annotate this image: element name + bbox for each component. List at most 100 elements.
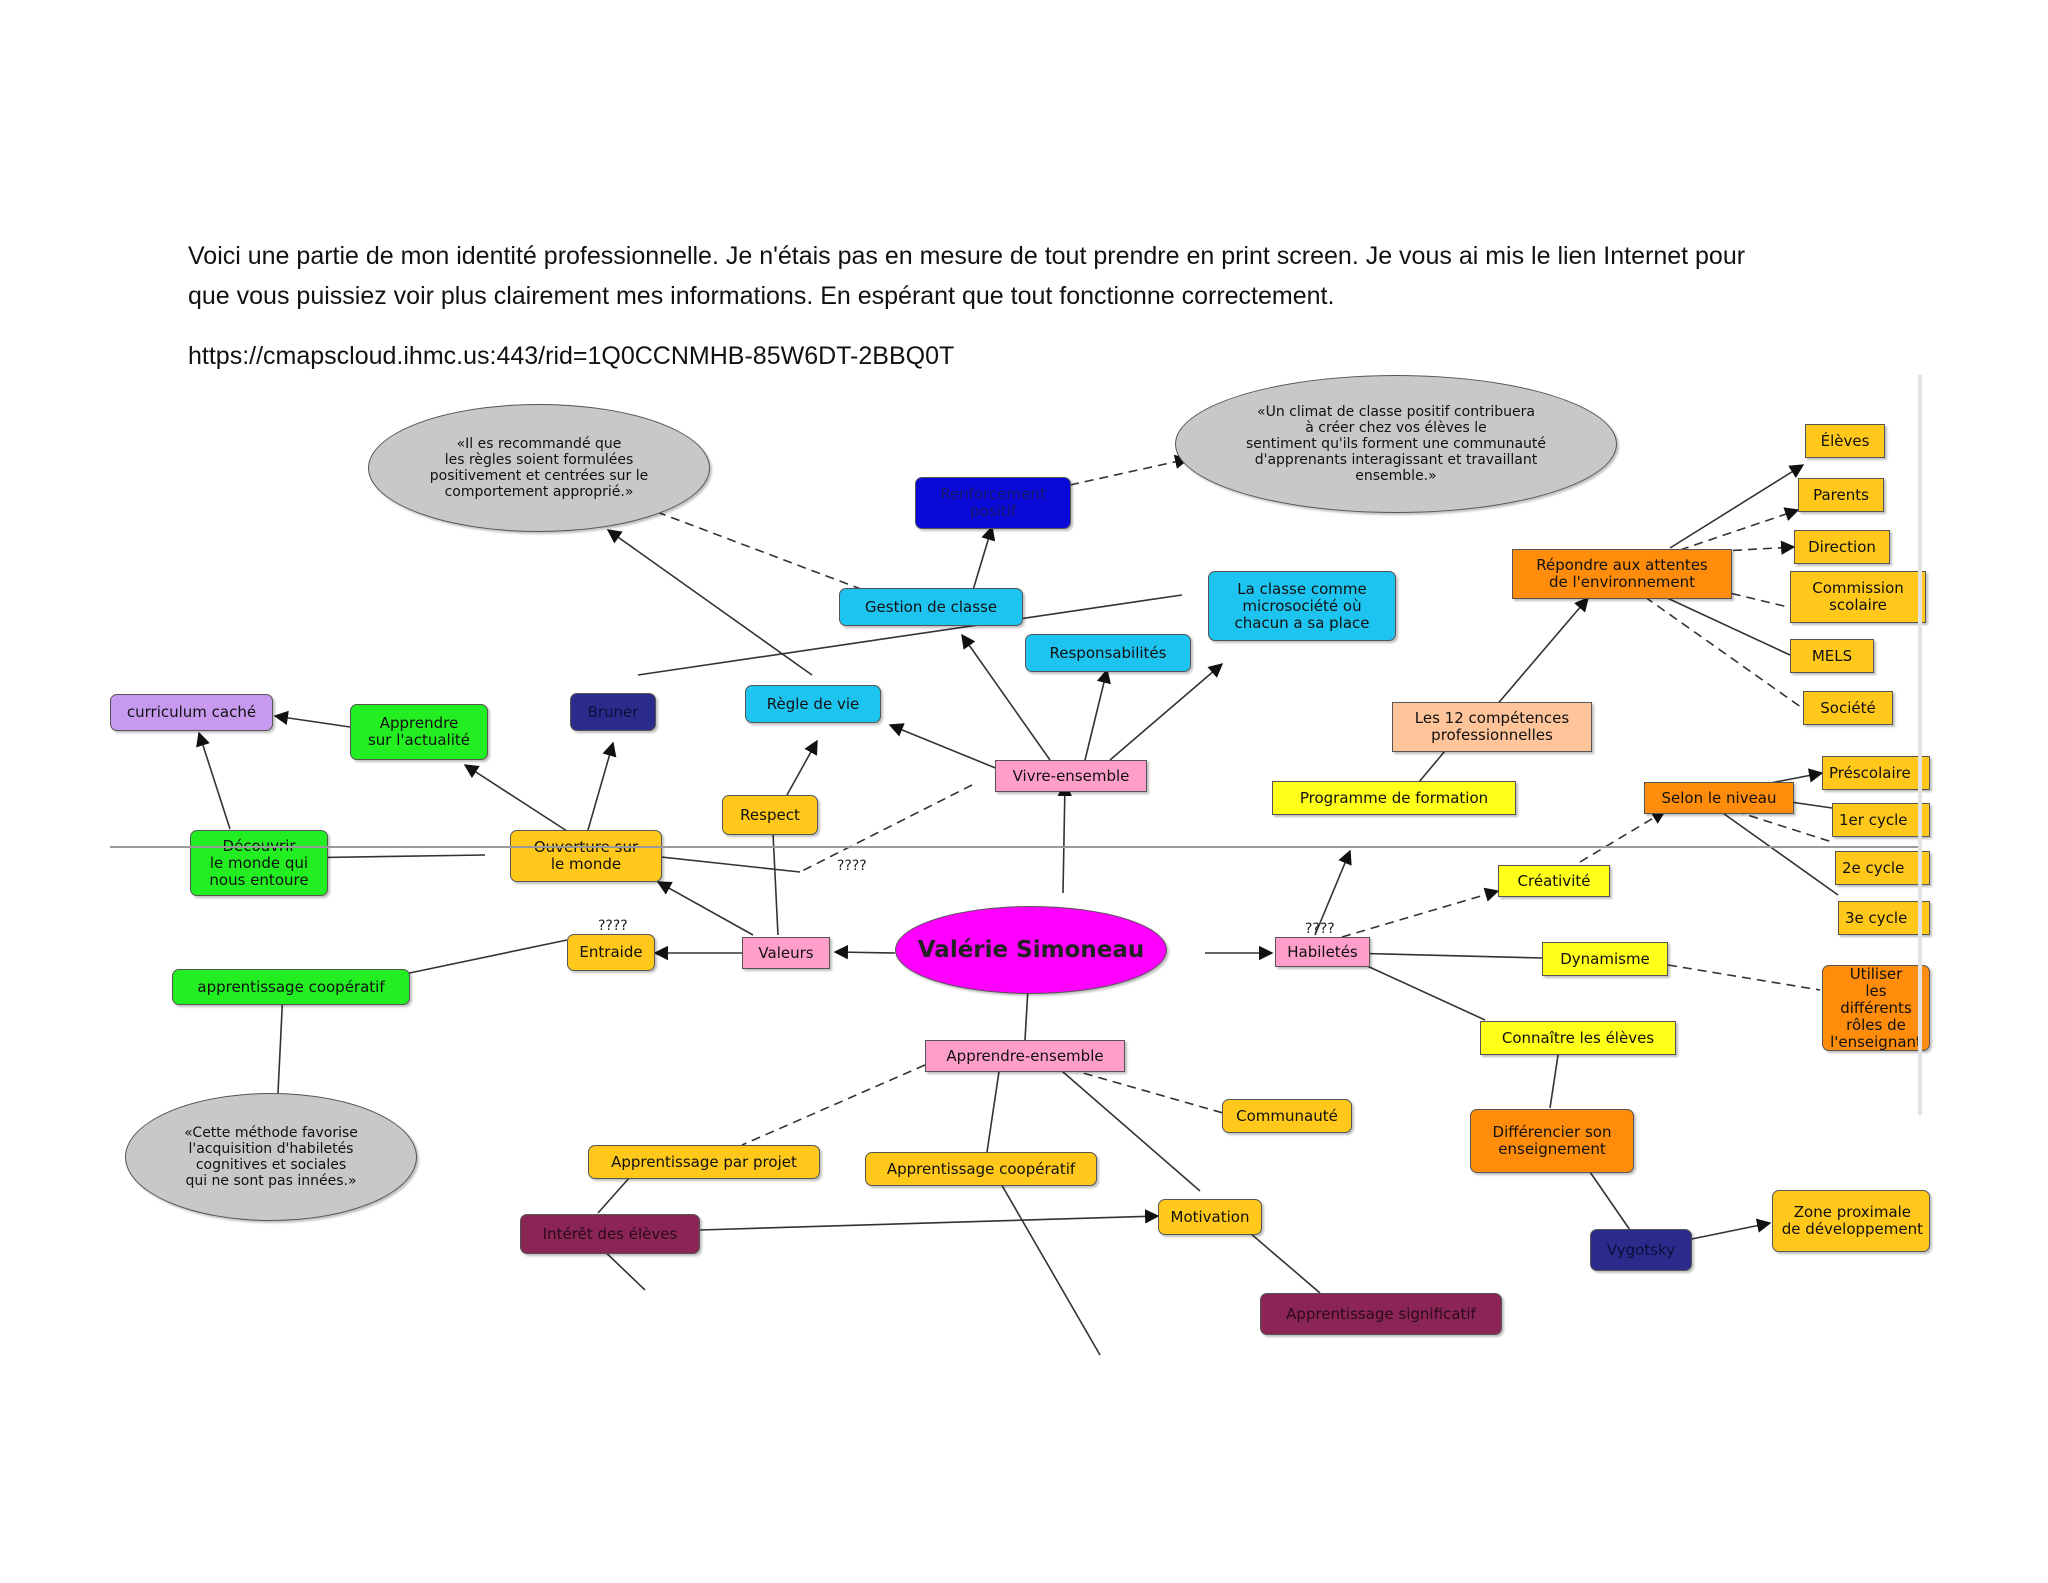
link-habiletes-connaitre [1364, 964, 1486, 1021]
selon-niveau-node[interactable]: Selon le niveau [1644, 782, 1794, 814]
curriculum-node[interactable]: curriculum caché [110, 694, 273, 731]
link-label-entraide: ???? [598, 918, 628, 934]
link-apprendre-communaute [1054, 1064, 1231, 1116]
link-ouverture-bruner [587, 741, 617, 831]
link-coopy-down [999, 1181, 1101, 1356]
intro-text: Voici une partie de mon identité profess… [188, 236, 1888, 316]
link-vivre-resp [1084, 668, 1111, 761]
coop-yellow-node[interactable]: Apprentissage coopératif [865, 1152, 1097, 1186]
link-repondre-parents [1679, 507, 1800, 551]
projet-node[interactable]: Apprentissage par projet [588, 1145, 820, 1179]
link-apprendre-coopy [986, 1064, 1001, 1153]
valeurs-node[interactable]: Valeurs [742, 937, 830, 969]
link-valeurs-ouverture [656, 881, 754, 936]
gestion-node[interactable]: Gestion de classe [839, 588, 1023, 626]
concept-map: «Il es recommandé que les règles soient … [110, 375, 1930, 1356]
parents-node[interactable]: Parents [1798, 478, 1884, 512]
quote-methode-oval[interactable]: «Cette méthode favorise l'acquisition d'… [125, 1093, 417, 1221]
link-decouvrir-curriculum [196, 731, 231, 830]
utiliser-node[interactable]: Utiliser les différents rôles de l'ensei… [1822, 965, 1930, 1051]
link-apprendre-projet [741, 1064, 926, 1146]
link-center-valeurs [833, 945, 896, 960]
quote-climat-oval[interactable]: «Un climat de classe positif contribuera… [1175, 375, 1617, 513]
quote-regles-oval[interactable]: «Il es recommandé que les règles soient … [368, 404, 710, 532]
link-coop-quote [277, 989, 284, 1094]
dynamisme-node[interactable]: Dynamisme [1542, 942, 1668, 976]
communaute-node[interactable]: Communauté [1222, 1099, 1352, 1133]
center-node[interactable]: Valérie Simoneau [895, 906, 1167, 994]
responsabilites-node[interactable]: Responsabilités [1025, 634, 1191, 672]
repondre-node[interactable]: Répondre aux attentes de l'environnement [1512, 549, 1732, 599]
direction-node[interactable]: Direction [1794, 530, 1890, 564]
link-vivre-ouverture [799, 784, 973, 873]
decouvrir-node[interactable]: Découvrir le monde qui nous entoure [190, 830, 328, 896]
cycle2-node[interactable]: 2e cycle [1835, 851, 1930, 885]
link-repondre-eleves [1669, 464, 1805, 549]
link-niveau-cycle3 [1719, 810, 1839, 896]
societe-node[interactable]: Société [1803, 691, 1893, 725]
link-habiletes-dynamisme [1344, 952, 1543, 959]
link-bruner-classe [637, 594, 1183, 676]
classe-micro-node[interactable]: La classe comme microsociété où chacun a… [1208, 571, 1396, 641]
prescolaire-node[interactable]: Préscolaire [1822, 756, 1930, 790]
link-interet-motivation [699, 1209, 1160, 1231]
link-dynamisme-utiliser [1667, 964, 1821, 991]
zone-node[interactable]: Zone proximale de développement [1772, 1190, 1930, 1252]
link-repondre-societe [1644, 596, 1806, 711]
bruner-node[interactable]: Bruner [570, 693, 656, 731]
cycle1-node[interactable]: 1er cycle [1832, 803, 1930, 837]
apprendre-actualite-node[interactable]: Apprendre sur l'actualité [350, 704, 488, 760]
link-vivre-gestion [961, 633, 1051, 761]
link-ouverture-actualite [463, 764, 571, 834]
link-niveau-cycle2 [1734, 810, 1836, 844]
competences-node[interactable]: Les 12 compétences professionnelles [1392, 702, 1592, 752]
link-habiletes-creativite [1341, 887, 1500, 938]
entraide-node[interactable]: Entraide [567, 934, 655, 971]
apprendre-ensemble-node[interactable]: Apprendre-ensemble [925, 1040, 1125, 1072]
respect-node[interactable]: Respect [722, 795, 818, 835]
link-habiletes-programme [1314, 849, 1352, 936]
link-vivre-classe [1109, 663, 1224, 761]
link-vygotsky-zone [1681, 1218, 1772, 1242]
link-label-habiletes: ???? [1305, 921, 1335, 937]
link-differencier-vygotsky [1589, 1171, 1631, 1231]
intro-line-2: que vous puissiez voir plus clairement m… [188, 282, 1335, 310]
differencier-node[interactable]: Différencier son enseignement [1470, 1109, 1634, 1173]
cmap-link[interactable]: https://cmapscloud.ihmc.us:443/rid=1Q0CC… [188, 342, 955, 370]
link-respect-regle [786, 739, 818, 796]
link-competences-repondre [1494, 596, 1589, 708]
vygotsky-node[interactable]: Vygotsky [1590, 1229, 1692, 1271]
screenshot-right-edge [1918, 375, 1922, 1115]
creativite-node[interactable]: Créativité [1498, 865, 1610, 897]
link-creativite-niveau [1579, 810, 1667, 863]
regle-vie-node[interactable]: Règle de vie [745, 685, 881, 723]
link-apprendre-motivation [1054, 1064, 1201, 1192]
link-label-ouverture: ???? [837, 858, 867, 874]
motivation-node[interactable]: Motivation [1158, 1199, 1262, 1235]
significatif-node[interactable]: Apprentissage significatif [1260, 1293, 1502, 1335]
renforcement-node[interactable]: Renforcement positif [915, 477, 1071, 529]
interet-node[interactable]: Intérêt des élèves [520, 1214, 700, 1254]
link-repondre-mels [1664, 596, 1791, 656]
link-center-apprendre [1024, 987, 1029, 1041]
link-entraide-coop [399, 939, 568, 976]
vivre-node[interactable]: Vivre-ensemble [995, 760, 1147, 792]
commission-node[interactable]: Commission scolaire [1790, 571, 1926, 623]
mels-node[interactable]: MELS [1790, 639, 1874, 673]
programme-node[interactable]: Programme de formation [1272, 781, 1516, 815]
link-valeurs-respect [772, 832, 779, 936]
habiletes-node[interactable]: Habiletés [1275, 937, 1370, 967]
connaitre-node[interactable]: Connaître les élèves [1480, 1021, 1676, 1055]
link-projet-interet [597, 1176, 631, 1214]
link-gestion-quote [656, 511, 891, 601]
cycle3-node[interactable]: 3e cycle [1838, 901, 1930, 935]
eleves-node[interactable]: Élèves [1805, 424, 1885, 458]
intro-line-1: Voici une partie de mon identité profess… [188, 242, 1746, 270]
link-regle-quote [606, 529, 813, 676]
link-center-vivre [1057, 781, 1072, 894]
link-renf-quote [1069, 454, 1190, 486]
ouverture-node[interactable]: Ouverture sur le monde [510, 830, 662, 882]
link-motivation-significatif [1249, 1232, 1321, 1294]
screenshot-seam-line [110, 846, 1920, 848]
coop-green-node[interactable]: apprentissage coopératif [172, 969, 410, 1005]
